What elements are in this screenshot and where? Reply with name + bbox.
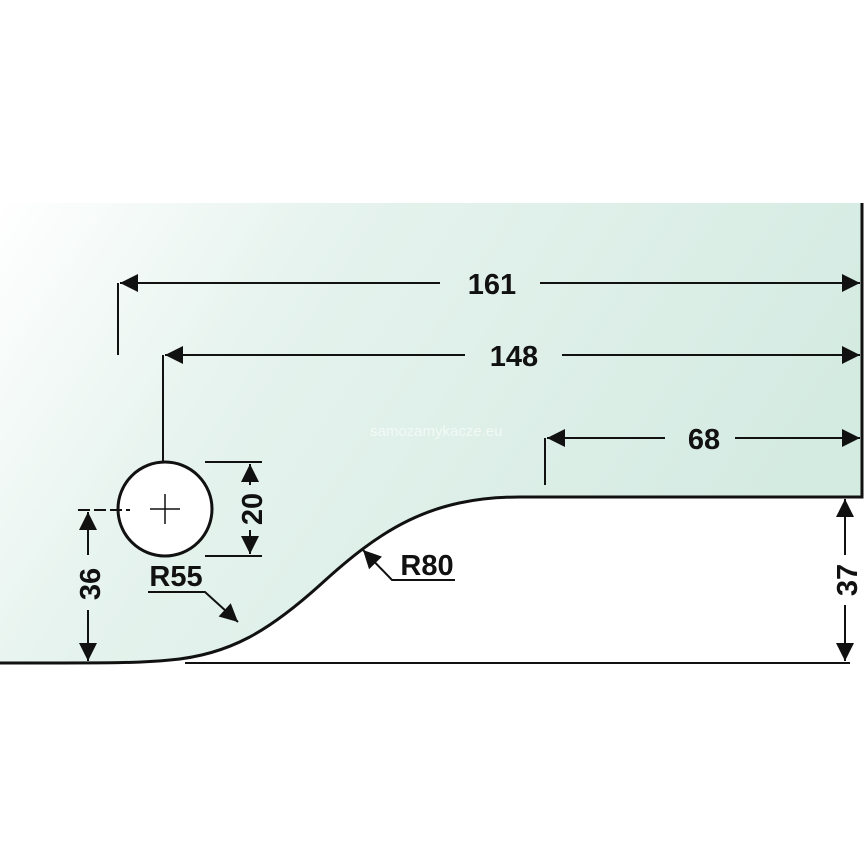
watermark: samozamykacze.eu bbox=[370, 423, 503, 440]
dim-37: 37 bbox=[832, 564, 864, 596]
radius-r55: R55 bbox=[149, 561, 202, 593]
dim-36: 36 bbox=[75, 568, 107, 600]
dim-148: 148 bbox=[490, 341, 538, 373]
part-outline bbox=[0, 203, 864, 665]
glass-plate bbox=[0, 203, 862, 663]
dim-20: 20 bbox=[237, 493, 269, 525]
radius-r80: R80 bbox=[400, 550, 453, 582]
dim-161: 161 bbox=[468, 269, 516, 301]
dim-68: 68 bbox=[688, 424, 720, 456]
dimension-lines bbox=[78, 274, 860, 661]
